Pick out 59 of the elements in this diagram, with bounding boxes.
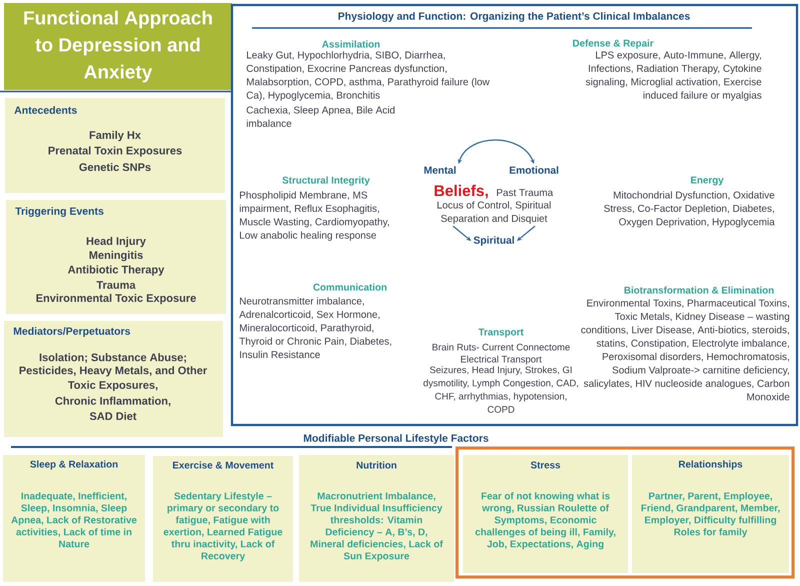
term-label: Mental [424, 166, 456, 174]
section-text: Environmental Toxins, Pharmaceutical Toxins, Toxic Metals, Kidney Disease – wasting conditions, Liver Disease, Anti-biotics, steroids, statins, Constipation, Electrolyte imbalance, Peroxisomal disorders, Hemochromatosis, Sodium Valproate-> carnitine deficiency, salicylates, HIV nucleoside analogues, Carbon Monoxide [581, 299, 790, 400]
factor-box [153, 456, 293, 582]
factor-box [463, 455, 628, 573]
term-label: Emotional [510, 166, 558, 174]
factor-box [3, 455, 145, 582]
box-heading: Sleep & Relaxation [30, 460, 118, 470]
section-text: Locus of Control, Spiritual Separation and Disquiet [438, 201, 551, 224]
section-text: Mitochondrial Dysfunction, Oxidative Stress, Co-Factor Depletion, Diabetes, Oxygen Deprivation, Hypoglycemia [604, 191, 775, 228]
list-item: Pesticides, Heavy Metals, and Other Toxic Exposures, [20, 366, 207, 392]
list-item: Family Hx [90, 130, 141, 142]
category-box [4, 321, 223, 437]
section-text: Cachexia, Sleep Apnea, Bile Acid imbalance [246, 106, 395, 127]
section-heading: Assimilation [322, 40, 380, 48]
section-heading: Energy [691, 176, 724, 186]
list-item: Antibiotic Therapy [68, 265, 164, 276]
box-text: Macronutrient Imbalance, True Individual Insufficiency thresholds: Vitamin Deficiency – A, B’s, D, Mineral deficiencies, Lack of Sun Exposure [310, 492, 443, 562]
list-item: Prenatal Toxin Exposures [48, 146, 182, 157]
section-heading: Communication [313, 283, 386, 291]
section-text: Seizures, Head Injury, Strokes, GI dysmotility, Lymph Congestion, CAD, CHF, arrhythmias, hypotension, COPD [424, 366, 578, 413]
box-text: Fear of not knowing what is wrong, Russian Roulette of Symptoms, Economic challenges of being ill, Family, Job, Expectations, Aging [475, 492, 616, 550]
box-heading: Relationships [679, 460, 742, 470]
section-text: Past Trauma [497, 189, 554, 196]
section-text: Neurotransmitter imbalance, Adrenalcorticoid, Sex Hormone, Mineralocorticoid, Parathyroid, Thyroid or Chronic Pain, Diabetes, Insulin Resistance [239, 297, 392, 358]
section-heading: Defense & Repair [573, 39, 654, 49]
section-text: Brain Ruts- Current Connectome [432, 344, 570, 350]
box-heading: Antecedents [14, 106, 77, 114]
title-banner: Functional Approach to Depression and Anxiety [4, 3, 232, 90]
list-item: SAD Diet [90, 412, 136, 420]
section-heading: Structural Integrity [282, 176, 370, 186]
section-text: Electrical Transport [461, 356, 542, 364]
box-heading: Stress [530, 462, 560, 468]
section-text: Phospholipid Membrane, MS impairment, Reflux Esophagitis, Muscle Wasting, Cardiomyopathy, Low anabolic healing response [240, 191, 389, 241]
box-heading: Mediators/Perpetuators [14, 327, 130, 337]
factor-box [632, 455, 789, 573]
box-heading: Triggering Events [15, 207, 104, 217]
emphasis-text: Beliefs, [434, 184, 488, 198]
list-item: Environmental Toxic Exposure [36, 294, 196, 304]
section-text: Leaky Gut, Hypochlorhydria, SIBO, Diarrhea, Constipation, Exocrine Pancreas dysfunction, Malabsorption, COPD, asthma, Parathyroid failure (low Ca), Hypoglycemia, Bronchitis [246, 51, 490, 101]
list-item: Trauma [96, 281, 136, 289]
box-text: Inadequate, Inefficient, Sleep, Insomnia, Sleep Apnea, Lack of Restorative activities, Lack of time in Nature [11, 492, 137, 548]
section-heading: Modifiable Personal Lifestyle Factors [304, 434, 488, 444]
list-item: Chronic Inflammation, [55, 396, 170, 406]
category-box [6, 200, 226, 314]
section-heading: Transport [478, 328, 524, 338]
section-text: LPS exposure, Auto-Immune, Allergy, Infections, Radiation Therapy, Cytokine signaling, Microglial activation, Exercise induced failure or myalgias [586, 51, 762, 101]
list-item: Head Injury [86, 236, 146, 248]
box-heading: Nutrition [356, 461, 396, 469]
box-heading: Exercise & Movement [173, 461, 274, 469]
term-label: Spiritual [474, 236, 514, 246]
section-heading: Biotransformation & Elimination [624, 286, 774, 294]
list-item: Isolation; Substance Abuse; [40, 353, 186, 363]
box-text: Partner, Parent, Employee, Friend, Grandparent, Member, Employer, Difficulty fulfilling Roles for family [641, 492, 780, 538]
factor-box [299, 455, 454, 582]
list-item: Meningitis [90, 250, 143, 262]
list-item: Genetic SNPs [79, 162, 151, 172]
box-text: Sedentary Lifestyle – primary or secondary to fatigue, Fatigue with exertion, Learned Fatigue thru inactivity, Lack of Recovery [164, 492, 282, 562]
panel-heading: Physiology and Function: Organizing the Patient’s Clinical Imbalances [338, 12, 690, 22]
category-box [5, 98, 225, 193]
